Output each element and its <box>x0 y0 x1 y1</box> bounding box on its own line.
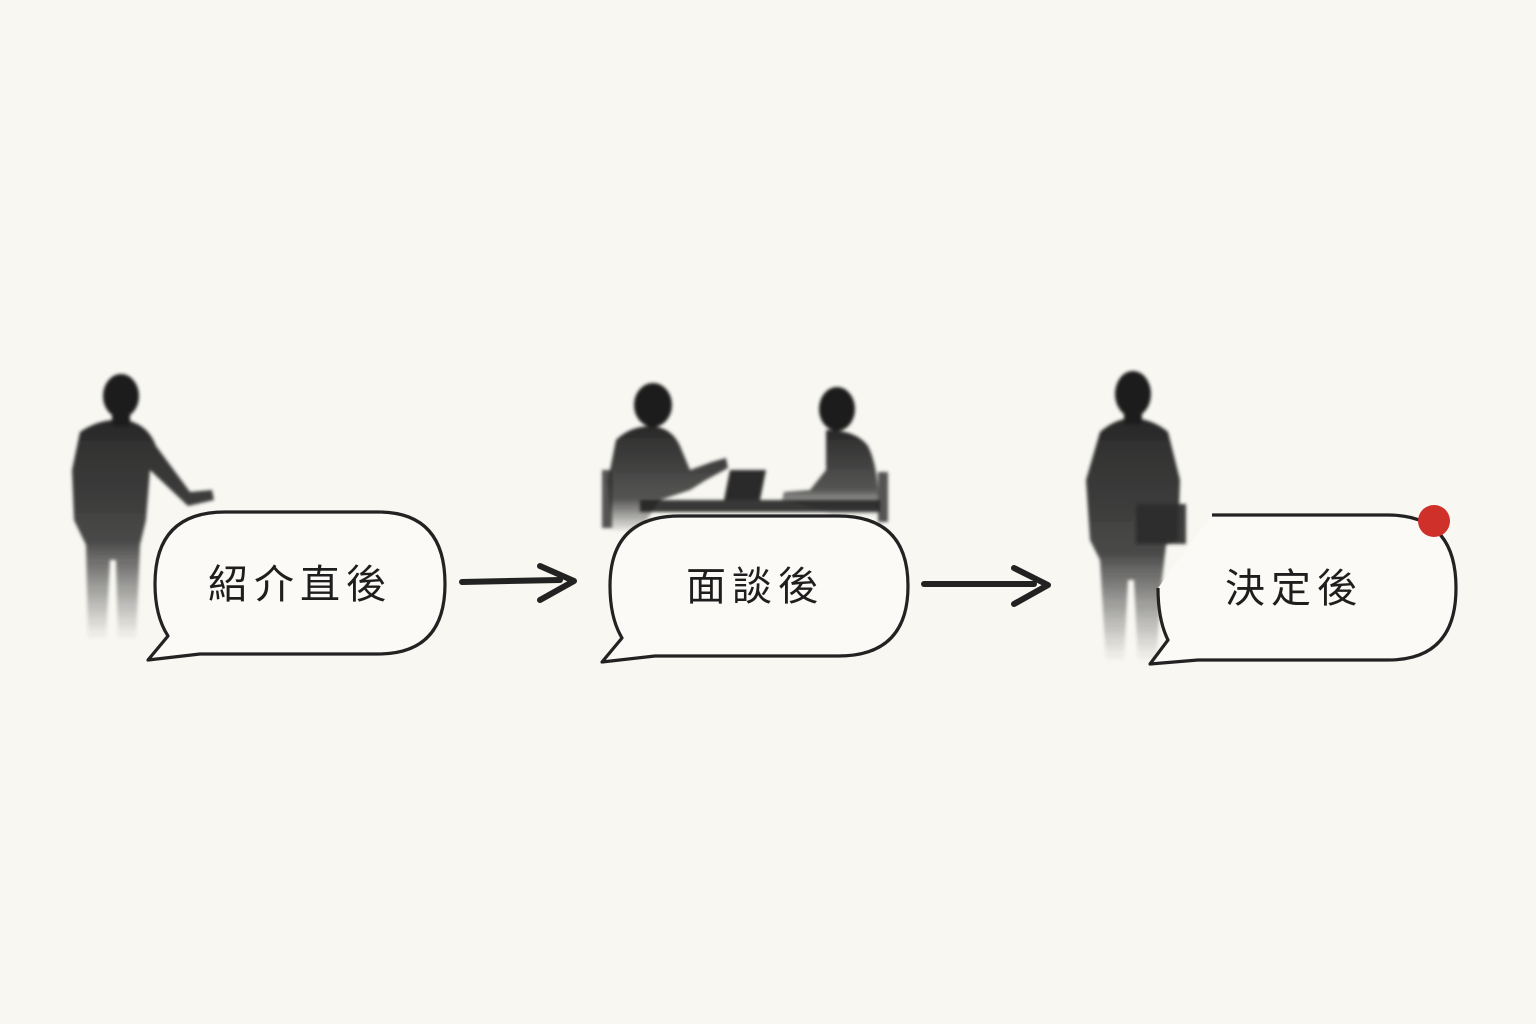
arrow-1 <box>459 563 577 603</box>
stage-3-label: 決定後 <box>1225 566 1363 612</box>
figure-presenter <box>72 374 214 640</box>
speech-bubble-3: 決定後 <box>1148 505 1458 666</box>
figure-meeting <box>602 383 888 530</box>
stage-1-label: 紹介直後 <box>208 562 392 608</box>
speech-bubble-2: 面談後 <box>600 514 910 664</box>
speech-bubble-1: 紹介直後 <box>146 510 447 662</box>
stage-2-label: 面談後 <box>686 564 824 610</box>
arrow-2 <box>921 565 1051 607</box>
figure-decided <box>1086 371 1186 662</box>
accent-dot-marker <box>1418 505 1450 537</box>
